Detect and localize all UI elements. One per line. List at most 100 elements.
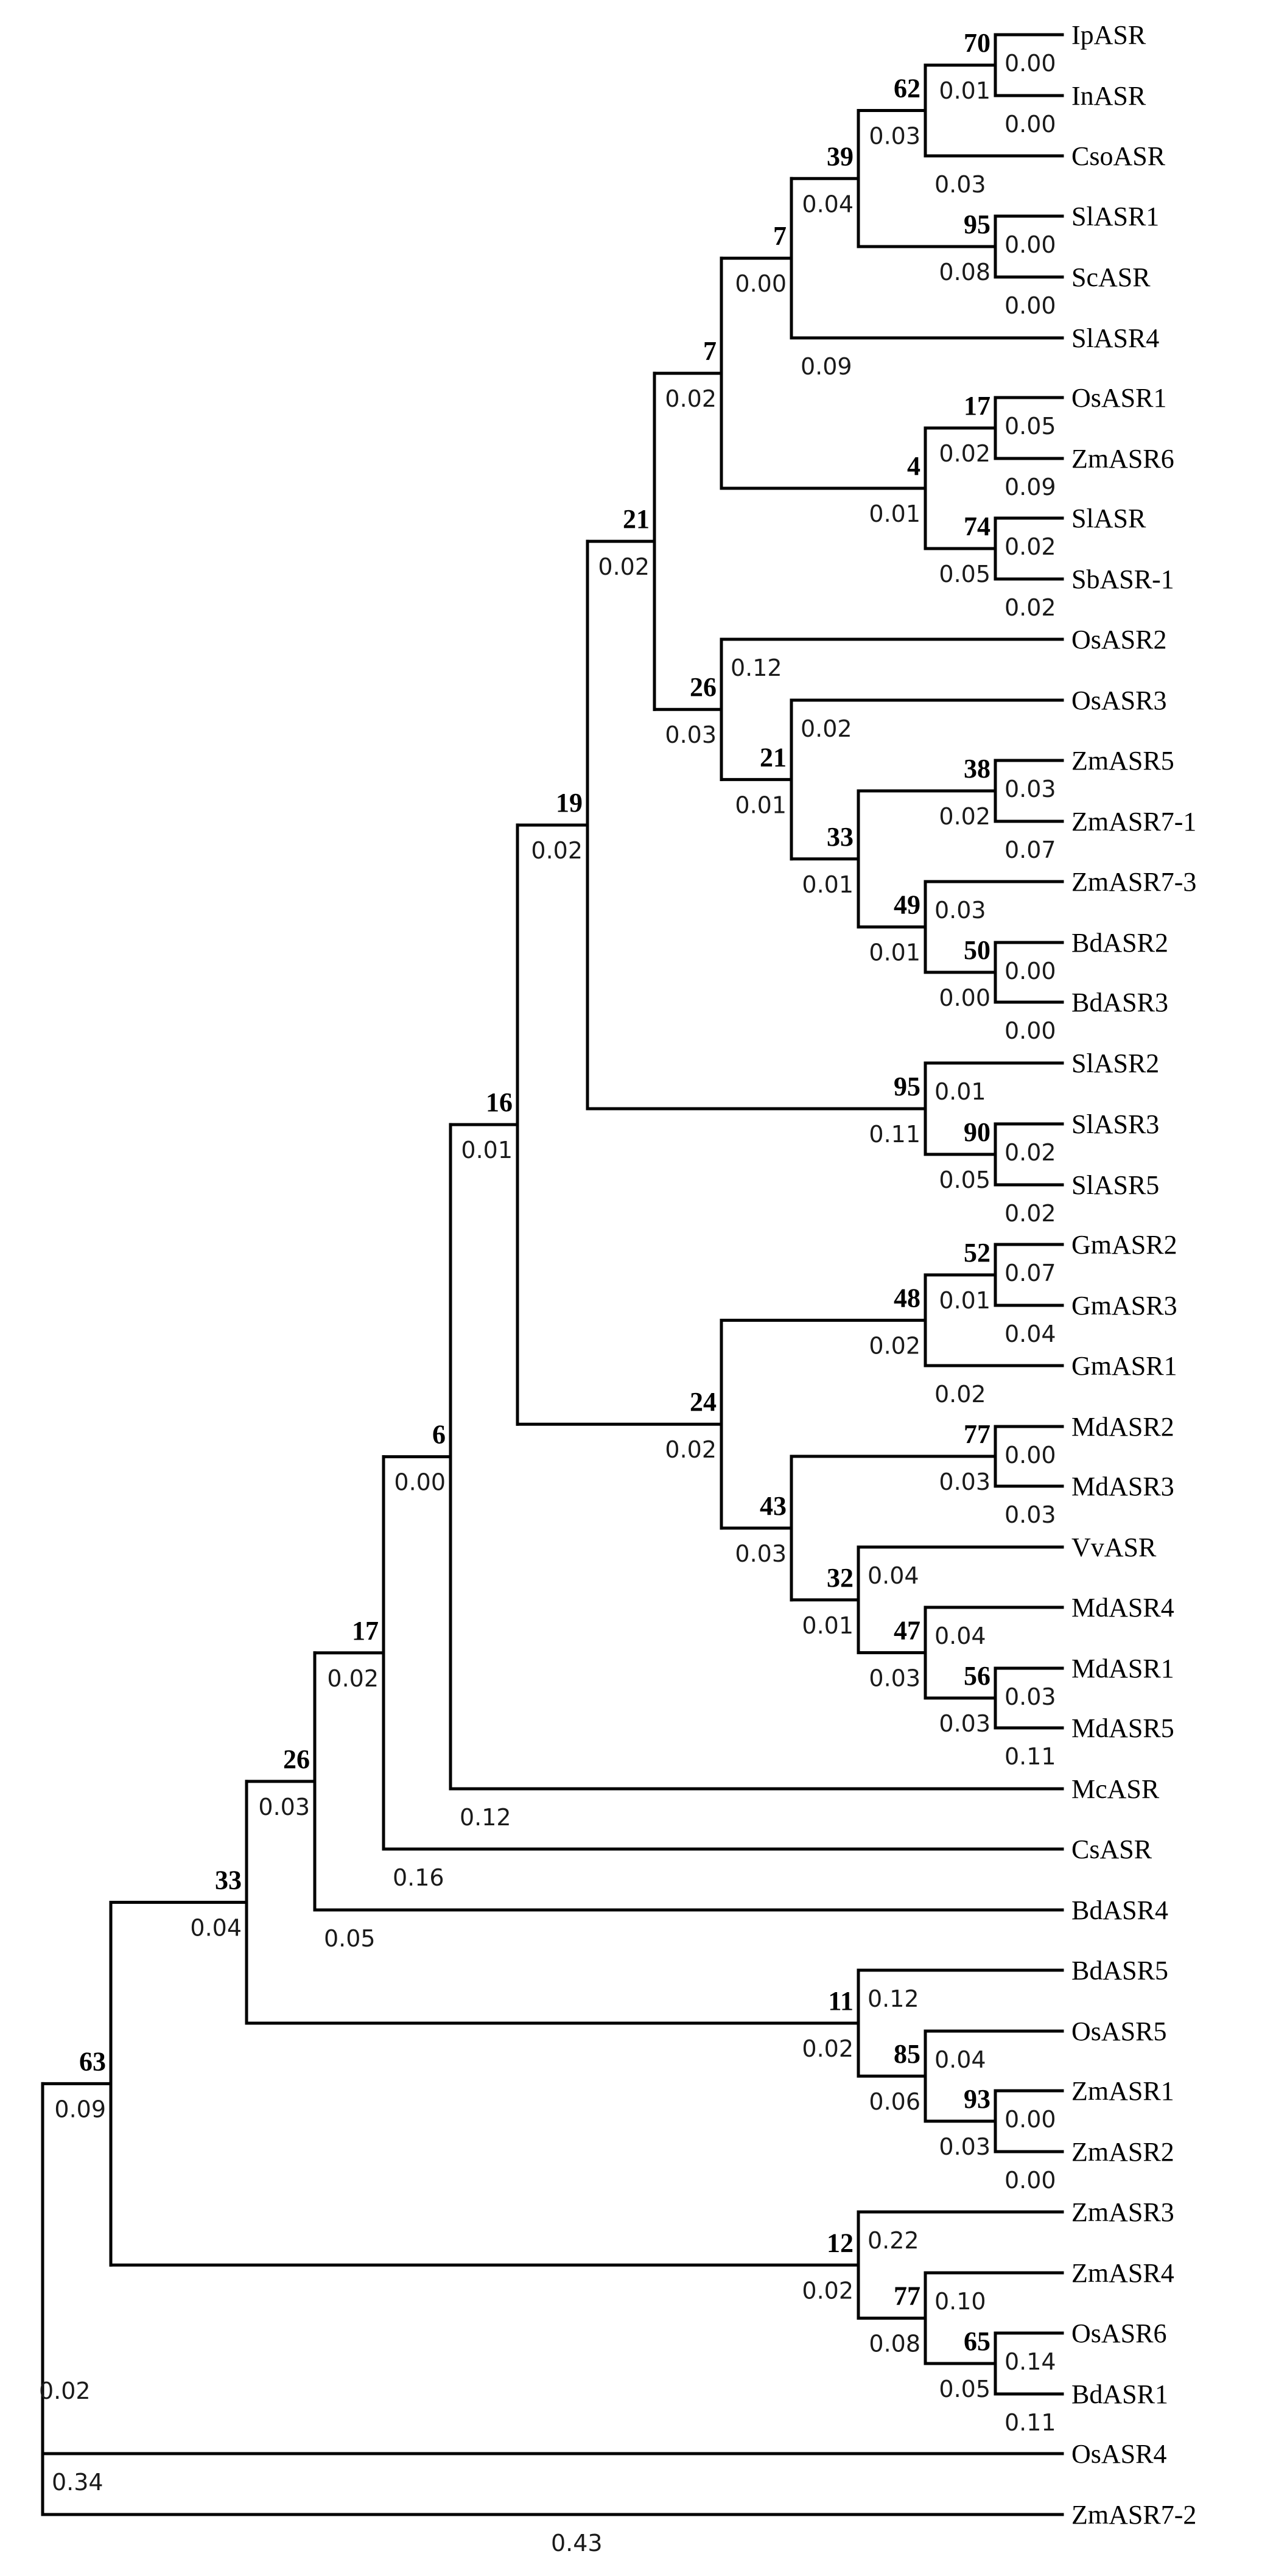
branch-length-label: 0.01	[939, 77, 990, 104]
bootstrap-label: 95	[964, 209, 990, 239]
bootstrap-label: 43	[760, 1491, 787, 1521]
branch-length-label: 0.02	[1004, 594, 1056, 621]
branch-length-label: 0.00	[1004, 2167, 1056, 2194]
bootstrap-label: 4	[907, 451, 920, 481]
bootstrap-label: 56	[964, 1661, 990, 1691]
leaf-label: SbASR-1	[1071, 564, 1174, 594]
branch-length-label: 0.09	[1004, 474, 1056, 500]
branch-length-label: 0.08	[939, 259, 990, 286]
branch-length-label: 0.09	[801, 353, 852, 380]
branch-length-label: 0.12	[731, 655, 782, 681]
branch-length-label: 0.08	[869, 2331, 920, 2357]
branch-length-label: 0.05	[324, 1925, 376, 1952]
branch-length-label: 0.03	[735, 1540, 787, 1567]
leaf-label: CsoASR	[1071, 141, 1166, 171]
leaf-label: SlASR1	[1071, 202, 1159, 231]
leaf-label: McASR	[1071, 1774, 1160, 1804]
bootstrap-label: 26	[283, 1744, 310, 1774]
branch-length-label: 0.02	[598, 553, 650, 580]
branch-length-label: 0.01	[869, 939, 920, 966]
tree-branches	[41, 33, 1064, 2516]
leaf-label: SlASR5	[1071, 1170, 1159, 1200]
branch-length-label: 0.00	[1004, 1442, 1056, 1469]
leaf-label: GmASR2	[1071, 1230, 1177, 1260]
leaf-label: VvASR	[1071, 1532, 1157, 1562]
leaf-label: ZmASR7-1	[1071, 807, 1196, 837]
branch-length-label: 0.03	[1004, 1501, 1056, 1528]
branch-length-label: 0.02	[665, 1436, 717, 1463]
bootstrap-label: 48	[894, 1283, 920, 1313]
leaf-label: ZmASR6	[1071, 444, 1174, 474]
leaf-label: OsASR6	[1071, 2318, 1167, 2348]
bootstrap-label: 16	[486, 1087, 513, 1117]
branch-length-label: 0.02	[1004, 1200, 1056, 1227]
leaf-label: ScASR	[1071, 262, 1151, 292]
leaf-label: IpASR	[1071, 20, 1146, 50]
leaf-label: OsASR3	[1071, 686, 1167, 715]
leaf-label: OsASR1	[1071, 383, 1167, 413]
branch-length-label: 0.01	[461, 1137, 513, 1163]
bootstrap-label: 85	[894, 2039, 920, 2069]
branch-length-label: 0.04	[802, 191, 854, 217]
branch-length-label: 0.02	[1004, 1139, 1056, 1166]
leaf-label: SlASR4	[1071, 323, 1159, 353]
branch-length-label: 0.03	[258, 1794, 310, 1820]
leaf-label: OsASR2	[1071, 625, 1167, 655]
leaf-label: BdASR5	[1071, 1956, 1168, 1985]
bootstrap-label: 21	[623, 504, 650, 534]
leaf-label: SlASR	[1071, 504, 1146, 533]
branch-length-label: 0.03	[1004, 1683, 1056, 1710]
bootstrap-label: 12	[827, 2228, 854, 2258]
branch-length-label: 0.05	[939, 1167, 990, 1193]
leaf-label: SlASR3	[1071, 1109, 1159, 1139]
branch-length-label: 0.02	[869, 1333, 920, 1360]
branch-length-label: 0.06	[869, 2088, 920, 2115]
bootstrap-label: 7	[703, 336, 717, 366]
branch-length-label: 0.22	[868, 2227, 919, 2254]
branch-length-label: 0.02	[934, 1381, 986, 1408]
bootstrap-label: 39	[827, 141, 854, 171]
branch-length-label: 0.03	[939, 2133, 990, 2160]
bootstrap-label: 6	[432, 1420, 446, 1450]
bootstrap-label: 62	[894, 74, 920, 104]
branch-length-label: 0.03	[869, 123, 920, 150]
bootstrap-label: 33	[827, 822, 854, 852]
branch-length-label: 0.02	[939, 440, 990, 467]
leaf-label: ZmASR4	[1071, 2258, 1174, 2288]
branch-length-label: 0.05	[939, 561, 990, 588]
branch-length-label: 0.00	[394, 1469, 446, 1496]
leaf-label: BdASR1	[1071, 2379, 1168, 2409]
branch-length-label: 0.04	[190, 1914, 242, 1941]
branch-length-label: 0.03	[934, 171, 986, 198]
branch-length-label: 0.00	[1004, 231, 1056, 258]
bootstrap-label: 77	[894, 2281, 920, 2311]
branch-length-label: 0.02	[939, 803, 990, 830]
branch-length-label: 0.02	[802, 2277, 854, 2304]
tree-labels: IpASR0.00InASR0.00700.01CsoASR0.03SlASR1…	[39, 20, 1196, 2557]
bootstrap-label: 21	[760, 742, 787, 772]
branch-length-label: 0.01	[939, 1287, 990, 1314]
branch-length-label: 0.02	[1004, 533, 1056, 560]
branch-length-label: 0.00	[735, 270, 787, 297]
leaf-label: GmASR1	[1071, 1351, 1177, 1381]
branch-length-label: 0.03	[939, 1469, 990, 1495]
branch-length-label: 0.02	[327, 1665, 379, 1692]
bootstrap-label: 38	[964, 754, 990, 784]
bootstrap-label: 26	[690, 672, 717, 702]
branch-length-label: 0.34	[52, 2469, 103, 2496]
branch-length-label: 0.03	[939, 1710, 990, 1737]
branch-length-label: 0.00	[1004, 50, 1056, 77]
bootstrap-label: 49	[894, 890, 920, 920]
leaf-label: SlASR2	[1071, 1048, 1159, 1078]
bootstrap-label: 33	[215, 1865, 242, 1895]
bootstrap-label: 7	[773, 221, 787, 251]
bootstrap-label: 77	[964, 1419, 990, 1449]
leaf-label: OsASR4	[1071, 2439, 1167, 2469]
branch-length-label: 0.09	[54, 2096, 106, 2122]
branch-length-label: 0.03	[665, 721, 717, 748]
branch-length-label: 0.00	[1004, 292, 1056, 319]
branch-length-label: 0.02	[665, 385, 717, 412]
branch-length-label: 0.07	[1004, 1260, 1056, 1286]
branch-length-label: 0.12	[460, 1804, 511, 1831]
branch-length-label: 0.00	[1004, 111, 1056, 138]
